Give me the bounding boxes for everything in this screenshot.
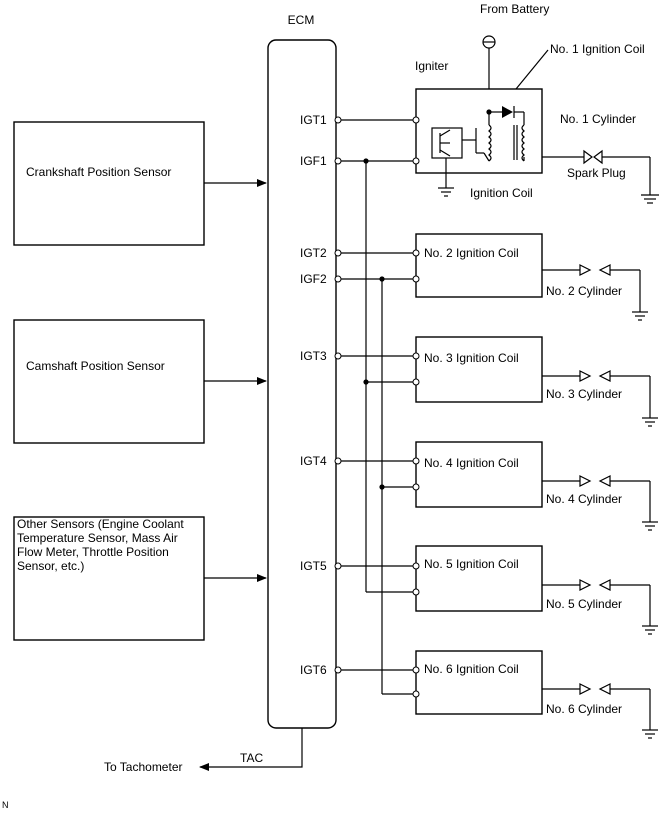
igniter-label: Igniter [415,59,448,73]
no2-coil-label: No. 2 Ignition Coil [424,246,519,260]
ecm-box [267,39,337,729]
no2-cylinder-label: No. 2 Cylinder [546,284,622,298]
crankshaft-sensor-label: Crankshaft Position Sensor [26,165,172,179]
coil-6 [412,650,658,739]
igf2-junction-dot [379,276,385,282]
igf2-junction-dot [379,484,385,490]
ecm-label: ECM [288,13,315,27]
other-sensors-label: Other Sensors (Engine Coolant Temperatur… [17,517,184,573]
to-tachometer-label: To Tachometer [104,760,183,774]
tac-label: TAC [240,751,263,765]
igt5-label: IGT5 [300,559,327,573]
coil-5 [412,545,658,635]
igf1-junction-dot [363,158,369,164]
no1-cylinder-label: No. 1 Cylinder [560,112,636,126]
igf2-label: IGF2 [300,272,327,286]
igt2-label: IGT2 [300,246,327,260]
no4-cylinder-label: No. 4 Cylinder [546,492,622,506]
igt3-label: IGT3 [300,349,327,363]
igt4-label: IGT4 [300,454,327,468]
igniter-circuit [431,106,525,197]
igt1-label: IGT1 [300,113,327,127]
igt6-label: IGT6 [300,663,327,677]
no3-cylinder-label: No. 3 Cylinder [546,387,622,401]
spark-plug-label: Spark Plug [567,166,626,180]
other-sensors-box [13,516,205,641]
tac-line [199,728,303,771]
from-battery-label: From Battery [480,2,549,16]
ecm-terminals [334,116,342,674]
no5-coil-label: No. 5 Ignition Coil [424,557,519,571]
coil-3 [412,336,658,427]
crankshaft-sensor-box [13,121,205,246]
no4-coil-label: No. 4 Ignition Coil [424,456,519,470]
igf1-junction-dot [363,379,369,385]
corner-mark: N [2,800,9,810]
wiring [336,119,416,695]
no1-coil-label: No. 1 Ignition Coil [550,42,645,56]
camshaft-sensor-label: Camshaft Position Sensor [26,359,165,373]
no6-coil-label: No. 6 Ignition Coil [424,662,519,676]
igf1-label: IGF1 [300,154,327,168]
camshaft-sensor-box [13,319,205,444]
no5-cylinder-label: No. 5 Cylinder [546,597,622,611]
coil-4 [412,441,658,531]
no1-coil-leader [515,49,549,90]
coil-2 [412,233,648,321]
no3-coil-label: No. 3 Ignition Coil [424,351,519,365]
ignition-coil-label: Ignition Coil [470,186,533,200]
no6-cylinder-label: No. 6 Cylinder [546,702,622,716]
spark-plug-1 [542,149,659,204]
no1-igniter-box [415,88,543,174]
